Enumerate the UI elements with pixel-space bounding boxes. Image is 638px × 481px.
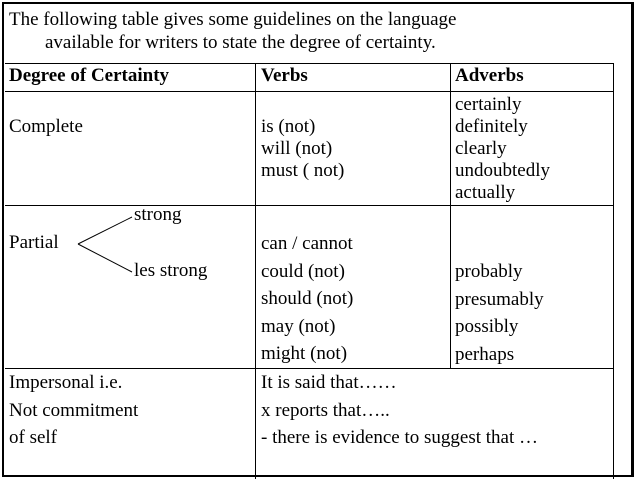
partial-verbs: can / cannot could (not) should (not) ma… bbox=[261, 230, 353, 368]
adverb-item: perhaps bbox=[455, 343, 515, 365]
adverb-item: probably bbox=[455, 261, 523, 282]
partial-label: Partial bbox=[9, 232, 59, 253]
table-col-divider-1 bbox=[255, 63, 256, 479]
table-row-divider-1 bbox=[5, 205, 613, 206]
complete-label: Complete bbox=[9, 116, 83, 137]
table-right-border bbox=[613, 63, 614, 479]
header-degree-of-certainty: Degree of Certainty bbox=[9, 65, 170, 86]
verb-item: will (not) bbox=[261, 138, 333, 159]
partial-strong-label: strong bbox=[134, 204, 182, 225]
table-col-divider-2 bbox=[450, 63, 451, 369]
intro-line-1: The following table gives some guideline… bbox=[9, 9, 457, 30]
adverb-item: certainly bbox=[455, 94, 522, 115]
adverb-item: undoubtedly bbox=[455, 160, 550, 181]
adverb-item: possibly bbox=[455, 316, 519, 337]
verb-item: - there is evidence to suggest that … bbox=[261, 427, 539, 448]
verb-item: x reports that….. bbox=[261, 399, 390, 421]
adverb-item: definitely bbox=[455, 116, 528, 137]
verb-item: may (not) bbox=[261, 315, 336, 337]
impersonal-line: Impersonal i.e. bbox=[9, 372, 123, 393]
partial-adverbs: probably presumably possibly perhaps bbox=[455, 258, 544, 368]
verb-item: might (not) bbox=[261, 343, 348, 364]
header-verbs: Verbs bbox=[261, 65, 308, 86]
verb-item: could (not) bbox=[261, 260, 345, 282]
table-top-border bbox=[5, 63, 613, 64]
impersonal-line: Not commitment bbox=[9, 399, 139, 421]
adverb-item: clearly bbox=[455, 138, 507, 159]
complete-verbs: is (not) will (not) must ( not) bbox=[261, 116, 344, 182]
impersonal-verbs: It is said that…… x reports that….. - th… bbox=[261, 369, 538, 452]
branch-connector-icon bbox=[77, 216, 133, 273]
table-header-divider bbox=[5, 91, 613, 92]
complete-adverbs: certainly definitely clearly undoubtedly… bbox=[455, 94, 550, 204]
impersonal-label: Impersonal i.e. Not commitment of self bbox=[9, 369, 138, 452]
verb-item: can / cannot bbox=[261, 233, 353, 254]
intro-text: The following table gives some guideline… bbox=[9, 8, 456, 54]
verb-item: is (not) bbox=[261, 116, 316, 137]
partial-less-strong-label: les strong bbox=[134, 260, 208, 281]
impersonal-line: of self bbox=[9, 427, 58, 448]
adverb-item: presumably bbox=[455, 288, 544, 310]
verb-item: should (not) bbox=[261, 288, 354, 309]
header-adverbs: Adverbs bbox=[455, 65, 524, 86]
adverb-item: actually bbox=[455, 182, 516, 203]
verb-item: must ( not) bbox=[261, 160, 345, 181]
verb-item: It is said that…… bbox=[261, 372, 397, 393]
table-row-divider-2 bbox=[5, 368, 613, 369]
intro-line-2: available for writers to state the degre… bbox=[45, 32, 436, 53]
